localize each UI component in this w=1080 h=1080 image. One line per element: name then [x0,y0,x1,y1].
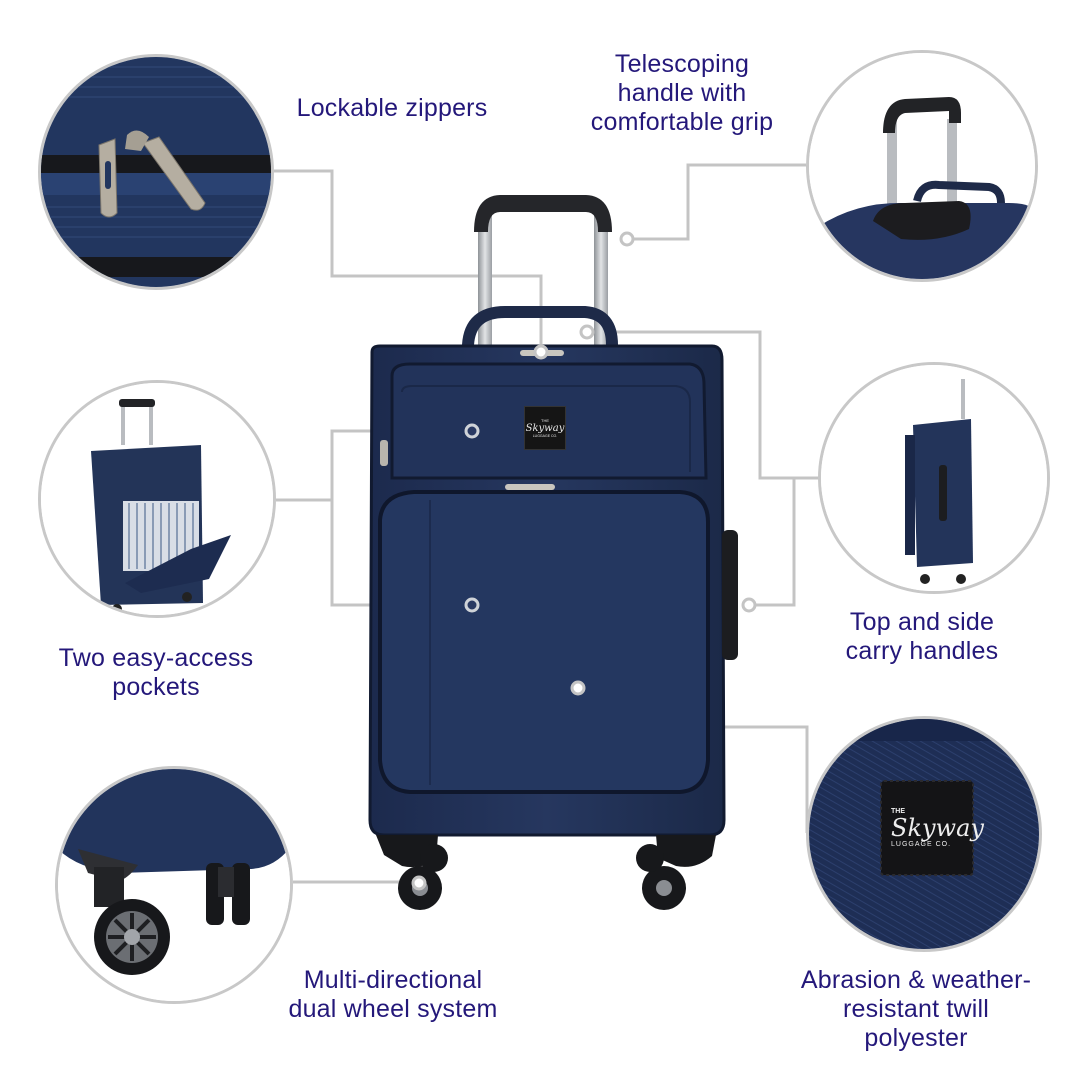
hotspot-side-handle[interactable] [741,597,757,613]
label-line: dual wheel system [288,995,498,1023]
brand-tag-the: THE [541,418,549,423]
hotspot-top-pocket[interactable] [464,423,480,439]
label-line: Telescoping [614,50,750,78]
open-pocket-image [41,383,273,615]
suitcase-main-image [368,195,738,910]
side-view-image [821,365,1047,591]
label-line: comfortable grip [590,108,774,136]
hotspot-fabric[interactable] [570,680,586,696]
brand-tag-large: THE Skyway LUGGAGE CO. [881,781,984,875]
zipper-closeup-image [41,57,271,287]
hotspot-front-pocket[interactable] [464,597,480,613]
label-line: Lockable zippers [296,94,488,122]
label-line: pockets [112,673,200,701]
fabric-closeup-image [809,719,1039,949]
label-line: Top and side [849,608,995,636]
detail-circle-zippers [38,54,274,290]
brand-tag-script: Skyway [891,814,984,842]
label-line: handle with [617,79,747,107]
label-line: Two easy-access [58,644,254,672]
brand-tag-the: THE [891,808,905,815]
hotspot-wheel[interactable] [411,875,427,891]
detail-circle-wheels [55,766,293,1004]
hotspot-top-handle[interactable] [579,324,595,340]
label-line: Abrasion & weather- [800,966,1032,994]
feature-label-fabric: Abrasion & weather- resistant twill poly… [780,966,1052,1053]
detail-circle-fabric: THE Skyway LUGGAGE CO. [806,716,1042,952]
brand-tag-luggage: LUGGAGE CO. [532,434,558,438]
brand-tag-script: Skyway [525,423,565,434]
label-line: polyester [864,1024,968,1052]
brand-tag-small: THE Skyway LUGGAGE CO. [524,406,566,450]
handle-closeup-image [809,53,1035,279]
label-line: carry handles [845,637,999,665]
label-line: Multi-directional [303,966,483,994]
detail-circle-handle [806,50,1038,282]
feature-label-zippers: Lockable zippers [272,94,512,123]
hotspot-telescoping-handle[interactable] [619,231,635,247]
detail-circle-carry-handles [818,362,1050,594]
wheel-closeup-image [58,769,290,1001]
feature-label-carry: Top and side carry handles [816,608,1028,666]
hotspot-zipper[interactable] [533,344,549,360]
feature-label-handle: Telescoping handle with comfortable grip [560,50,804,137]
brand-tag-luggage: LUGGAGE CO. [891,841,952,848]
detail-circle-pockets [38,380,276,618]
label-line: resistant twill [842,995,990,1023]
feature-label-wheels: Multi-directional dual wheel system [262,966,524,1024]
feature-label-pockets: Two easy-access pockets [28,644,284,702]
